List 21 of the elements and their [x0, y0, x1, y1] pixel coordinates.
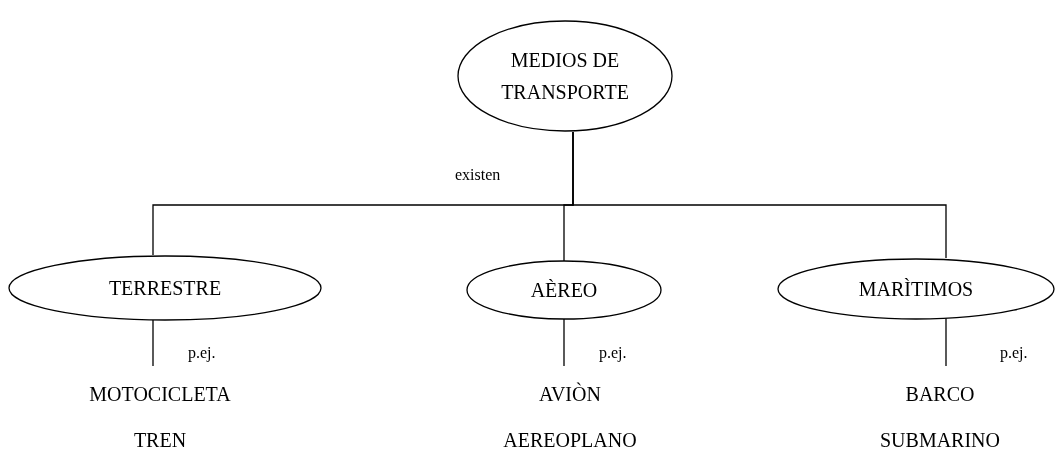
concept-ellipse	[466, 260, 662, 320]
concept-ellipse	[777, 258, 1055, 320]
concept-label: MARÌTIMOS	[858, 277, 974, 302]
connector-line	[563, 317, 565, 367]
example-text: MOTOCICLETA	[89, 382, 231, 407]
edge-label: p.ej.	[599, 344, 627, 362]
example-text: AVIÒN	[539, 381, 601, 407]
connector-line	[945, 317, 947, 367]
example-text: SUBMARINO	[880, 428, 1000, 453]
example-text: TREN	[133, 428, 187, 453]
edge-label: p.ej.	[188, 344, 216, 362]
connector-line	[572, 131, 947, 259]
connector-line	[152, 318, 154, 367]
concept-label: TERRESTRE	[108, 276, 222, 301]
concept-label: AÈREO	[530, 278, 598, 303]
edge-label: p.ej.	[1000, 344, 1028, 362]
example-text: BARCO	[905, 382, 975, 407]
concept-label: MEDIOS DE TRANSPORTE	[500, 48, 630, 105]
example-text: AEREOPLANO	[503, 428, 637, 453]
concept-ellipse	[8, 255, 322, 321]
concept-ellipse	[457, 20, 673, 132]
